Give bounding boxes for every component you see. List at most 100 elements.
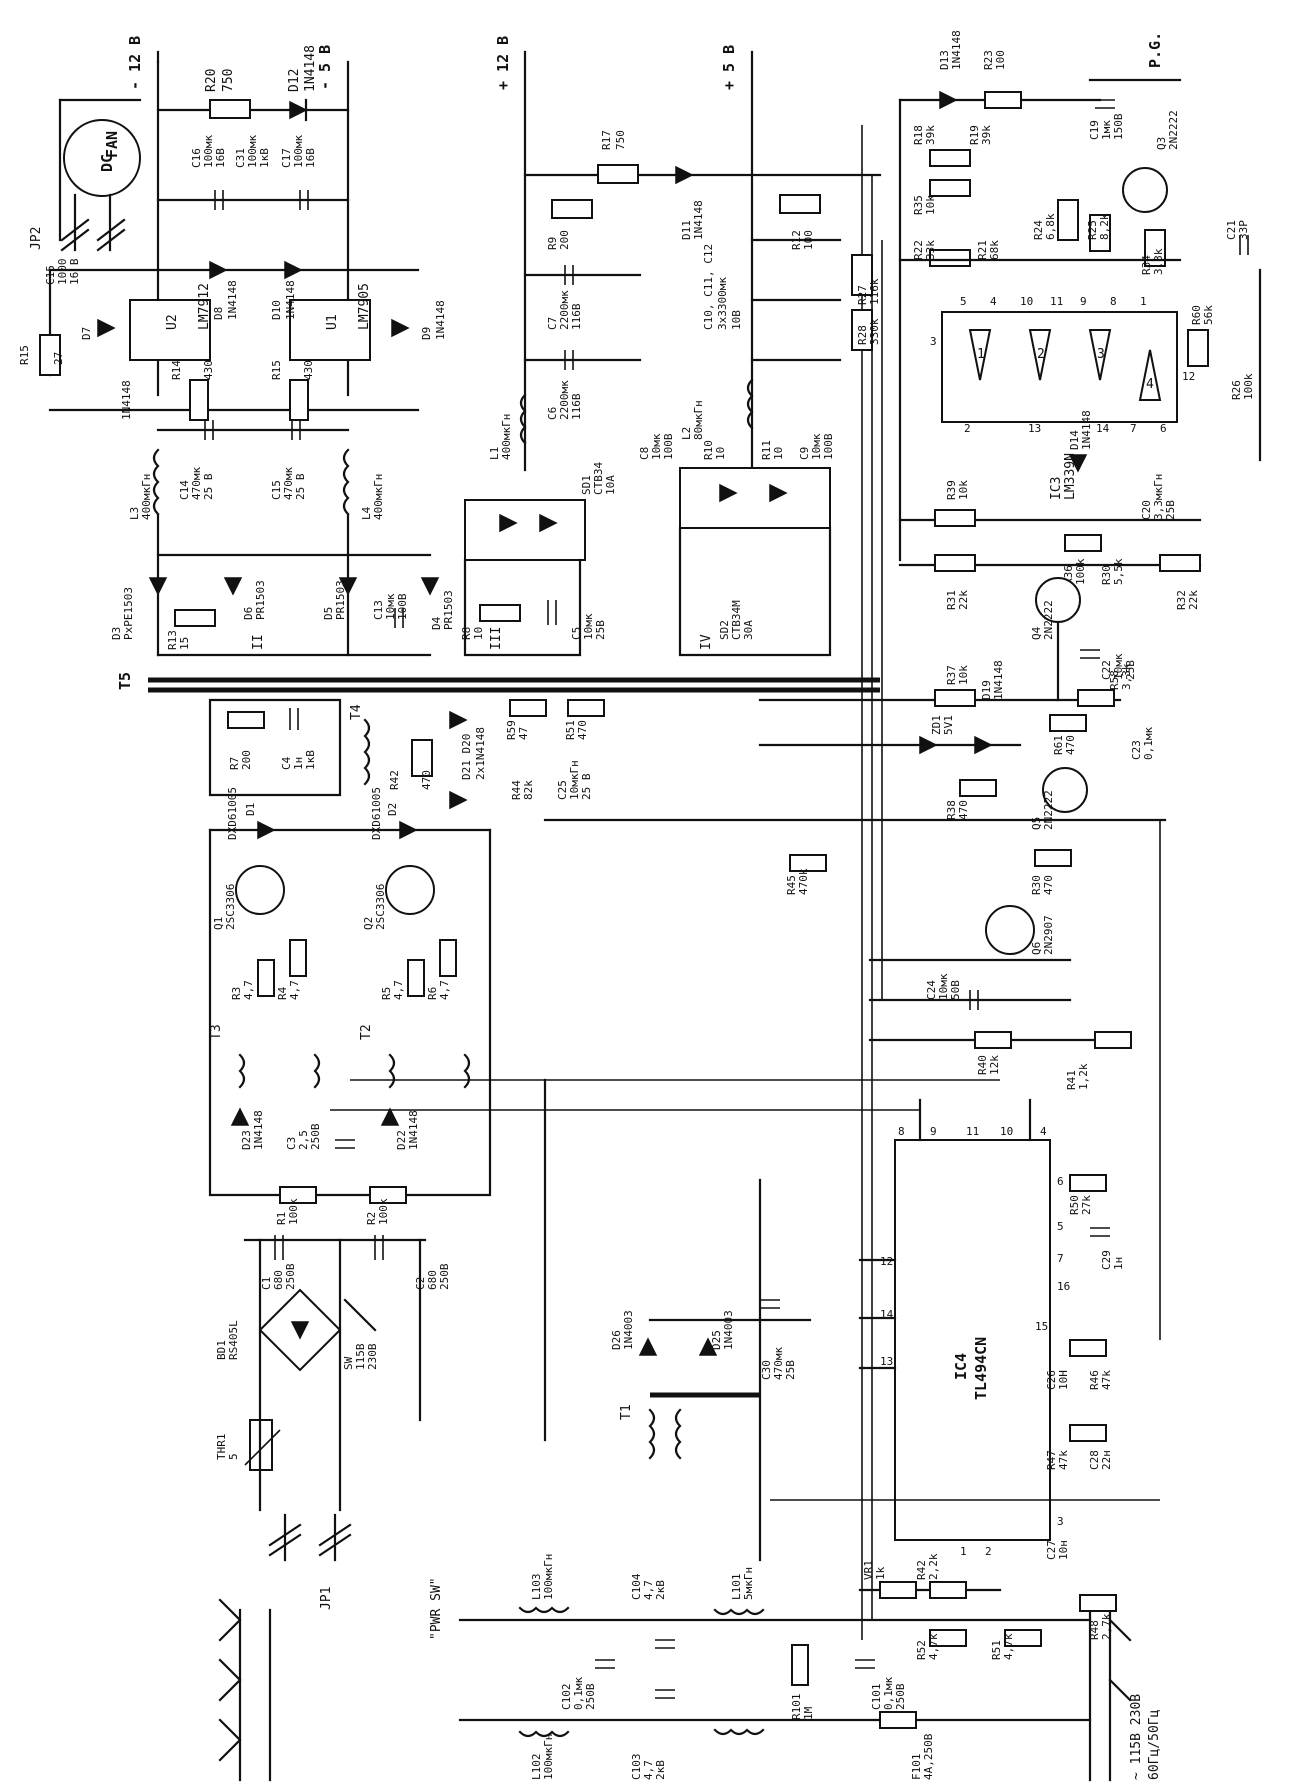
- interconnects: [330, 820, 1161, 1501]
- svg-text:2кВ: 2кВ: [654, 1760, 667, 1780]
- svg-text:R21: R21: [976, 240, 989, 260]
- u2-lm7912: [129, 299, 211, 361]
- ic4-type: TL494CN: [972, 1337, 990, 1400]
- svg-text:12: 12: [880, 1255, 893, 1268]
- svg-text:C26: C26: [1045, 1370, 1058, 1390]
- svg-text:PR1503: PR1503: [334, 580, 347, 620]
- svg-text:C14: C14: [178, 480, 191, 500]
- svg-text:100В: 100В: [396, 593, 409, 620]
- svg-text:16: 16: [1057, 1280, 1070, 1293]
- svg-text:C101: C101: [870, 1684, 883, 1711]
- svg-text:C15: C15: [44, 265, 57, 285]
- svg-text:250В: 250В: [584, 1683, 597, 1710]
- svg-text:C28: C28: [1088, 1450, 1101, 1470]
- svg-text:6,8k: 6,8k: [1044, 213, 1057, 240]
- svg-text:27k: 27k: [1080, 1195, 1093, 1215]
- svg-text:10A: 10A: [604, 475, 617, 495]
- svg-text:IC3: IC3: [1049, 477, 1064, 500]
- svg-text:11: 11: [1050, 295, 1063, 308]
- svg-text:25В: 25В: [784, 1360, 797, 1380]
- svg-text:13: 13: [880, 1355, 893, 1368]
- svg-text:1N4148: 1N4148: [252, 1110, 265, 1150]
- svg-text:C103: C103: [630, 1754, 643, 1781]
- svg-text:12: 12: [1182, 370, 1195, 383]
- svg-text:25В: 25В: [1124, 660, 1137, 680]
- svg-text:2,7k: 2,7k: [1100, 1613, 1113, 1640]
- svg-text:3: 3: [1057, 1515, 1064, 1528]
- svg-text:L103: L103: [530, 1574, 543, 1601]
- svg-text:8: 8: [898, 1125, 905, 1138]
- svg-text:U1: U1: [325, 314, 340, 330]
- svg-text:C30: C30: [760, 1360, 773, 1380]
- svg-text:100мк: 100мк: [246, 135, 259, 168]
- svg-text:PR1503: PR1503: [254, 580, 267, 620]
- svg-text:11: 11: [966, 1125, 979, 1138]
- svg-text:4,7k: 4,7k: [927, 1633, 940, 1660]
- svg-text:R25: R25: [1086, 220, 1099, 240]
- svg-text:4: 4: [1146, 377, 1154, 392]
- svg-text:100В: 100В: [822, 433, 835, 460]
- svg-text:10: 10: [714, 447, 727, 460]
- svg-text:R24: R24: [1032, 220, 1045, 240]
- svg-text:4,7k: 4,7k: [1002, 1633, 1015, 1660]
- svg-text:39k: 39k: [980, 125, 993, 145]
- svg-text:Q3: Q3: [1155, 137, 1168, 150]
- pg-label: P.G.: [1146, 32, 1164, 68]
- q5-section: R37 10k R58 3,3k ZD1 5V1 D19 1N4148 R61 …: [543, 660, 1167, 895]
- svg-text:R15: R15: [18, 345, 31, 365]
- svg-text:10мк: 10мк: [810, 433, 823, 460]
- svg-text:25 В: 25 В: [294, 473, 307, 500]
- svg-text:R13: R13: [166, 630, 179, 650]
- svg-text:L3: L3: [128, 507, 141, 520]
- svg-text:R41: R41: [1065, 1070, 1078, 1090]
- svg-text:14: 14: [1096, 422, 1110, 435]
- svg-text:D1: D1: [244, 803, 257, 816]
- svg-text:R38: R38: [945, 800, 958, 820]
- svg-text:0,1мк: 0,1мк: [572, 1677, 585, 1710]
- svg-text:R47: R47: [1045, 1450, 1058, 1470]
- svg-text:10: 10: [1020, 295, 1033, 308]
- svg-text:33k: 33k: [924, 240, 937, 260]
- svg-text:15: 15: [1035, 1320, 1048, 1333]
- svg-text:R5: R5: [380, 987, 393, 1000]
- svg-text:DXD61005: DXD61005: [370, 787, 383, 840]
- svg-text:100k: 100k: [377, 1198, 390, 1225]
- t5-core: T5: [116, 672, 880, 693]
- mains-input: JP1 "PWR SW" ~ 115В 230В 60Гц/50Гц: [218, 1513, 1162, 1782]
- svg-text:R30: R30: [1030, 875, 1043, 895]
- svg-text:4,7: 4,7: [642, 1580, 655, 1600]
- svg-text:4A,250В: 4A,250В: [922, 1733, 935, 1780]
- svg-text:470мк: 470мк: [190, 467, 203, 500]
- svg-text:2,5: 2,5: [297, 1130, 310, 1150]
- dc-fan: DC FAN JP2: [29, 98, 142, 252]
- svg-text:SD1: SD1: [580, 475, 593, 495]
- svg-text:6: 6: [1057, 1175, 1064, 1188]
- svg-text:C25: C25: [556, 780, 569, 800]
- t2-label: T2: [359, 1024, 374, 1040]
- r20-ref: R20: [204, 69, 219, 92]
- svg-text:33P: 33P: [1237, 220, 1250, 240]
- svg-text:10мк: 10мк: [582, 613, 595, 640]
- svg-text:1N4148: 1N4148: [226, 280, 239, 320]
- svg-text:R8: R8: [460, 627, 473, 640]
- svg-text:R7: R7: [228, 757, 241, 770]
- svg-text:12k: 12k: [988, 1055, 1001, 1075]
- svg-text:C1: C1: [260, 1277, 273, 1290]
- sd2-schottky: [679, 467, 831, 529]
- power-good-section: D13 1N4148 R23 100 P.G. C19 1мк 150В Q3 …: [851, 30, 1250, 562]
- svg-text:39k: 39k: [924, 125, 937, 145]
- svg-text:D9: D9: [420, 327, 433, 340]
- ic3-lm339: 1 2 3 4 5 4 10 11 9 8 1 3 12 2 13 14 7 6…: [930, 268, 1262, 500]
- svg-text:10мк: 10мк: [937, 973, 950, 1000]
- svg-text:C31: C31: [234, 148, 247, 168]
- svg-text:R31: R31: [945, 590, 958, 610]
- svg-text:2,2k: 2,2k: [927, 1553, 940, 1580]
- svg-text:D5: D5: [322, 607, 335, 620]
- svg-text:100k: 100k: [287, 1198, 300, 1225]
- svg-text:R44: R44: [510, 780, 523, 800]
- svg-text:1N4148: 1N4148: [692, 200, 705, 240]
- svg-text:25В: 25В: [594, 620, 607, 640]
- svg-text:R23: R23: [982, 50, 995, 70]
- svg-text:100k: 100k: [1242, 373, 1255, 400]
